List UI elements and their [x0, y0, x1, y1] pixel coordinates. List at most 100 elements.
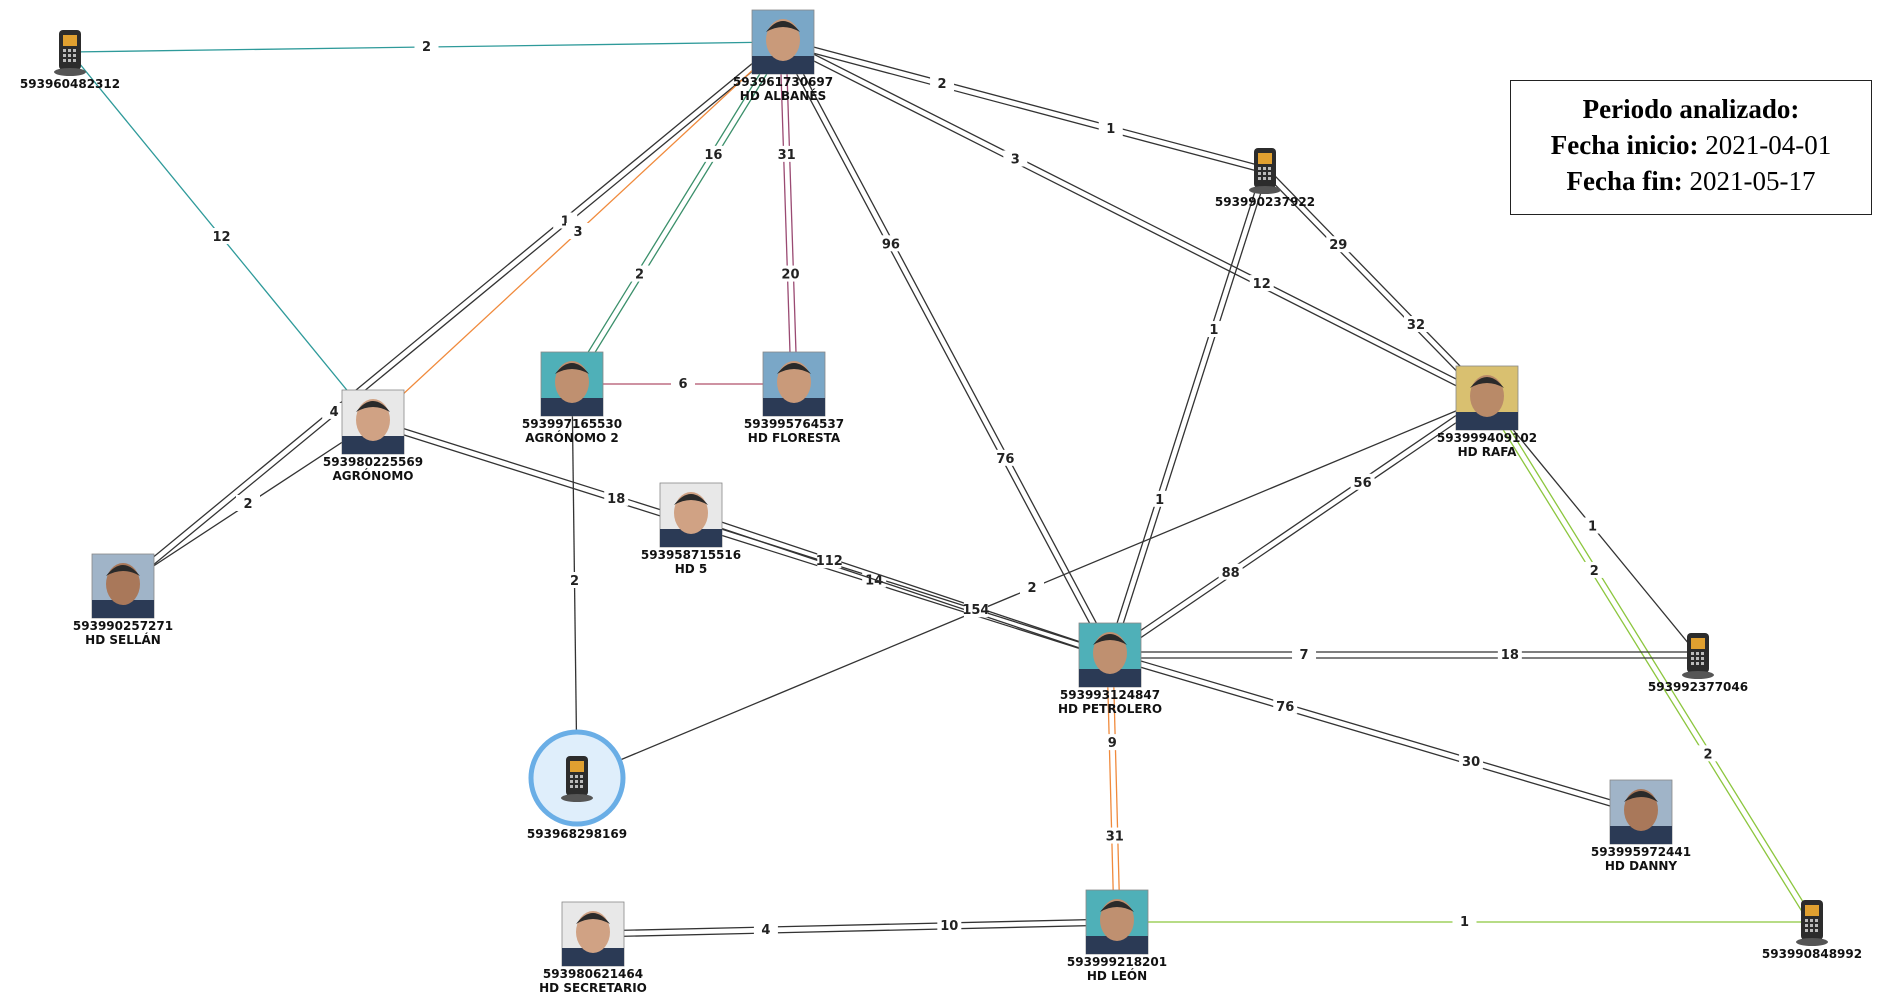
phone-key — [63, 49, 66, 52]
node-p960[interactable]: 593960482312 — [20, 30, 120, 91]
photo-face — [1093, 632, 1127, 674]
photo-hair — [1100, 901, 1134, 912]
edge-p960-albanes[interactable]: 2 — [69, 38, 784, 55]
edge-label-bg — [1582, 561, 1607, 578]
edge-line — [1106, 168, 1263, 655]
photo-shirt — [1079, 669, 1141, 687]
photo-shirt — [763, 398, 825, 416]
node-name: AGRÓNOMO 2 — [525, 430, 619, 445]
edge-line — [1106, 655, 1115, 923]
edge-albanes-agro2[interactable]: 162 — [568, 40, 787, 386]
edge-rafa-p968[interactable]: 2 — [576, 397, 1488, 779]
edge-count-label: 31 — [778, 148, 796, 163]
phone-key — [1696, 652, 1699, 655]
edge-rafa-p377[interactable]: 1 — [1486, 397, 1699, 656]
phone-key — [580, 780, 583, 783]
phone-key — [575, 775, 578, 778]
edge-count-label: 7 — [1300, 648, 1309, 663]
edge-agro2-p968[interactable]: 2 — [562, 383, 587, 779]
edge-petrolero-danny[interactable]: 76 30 — [1108, 651, 1643, 816]
photo-shirt — [752, 56, 814, 74]
phone-key — [1701, 652, 1704, 655]
node-p968[interactable]: 593968298169 — [527, 729, 627, 841]
edge-line — [691, 511, 1112, 653]
edge-line — [689, 517, 1110, 659]
phone-key — [570, 780, 573, 783]
edge-count-label: 76 — [1276, 700, 1294, 715]
edge-label-bg — [1696, 745, 1720, 762]
edge-count-label: 112 — [816, 554, 843, 569]
node-p377[interactable]: 593992377046 — [1648, 633, 1748, 694]
edge-p237-petrolero[interactable]: 11 — [1106, 168, 1269, 657]
phone-key — [580, 785, 583, 788]
phone-key — [570, 775, 573, 778]
node-name: HD SECRETARIO — [539, 981, 647, 992]
phone-key — [1815, 919, 1818, 922]
edge-agro2-floresta[interactable]: 6 — [572, 375, 794, 392]
node-p237[interactable]: 593990237922 — [1215, 148, 1315, 209]
edge-line — [779, 42, 792, 385]
edge-label-bg — [1003, 150, 1028, 167]
photo-hair — [356, 401, 390, 412]
edge-label-bg — [1249, 275, 1274, 292]
node-name: AGRÓNOMO — [333, 468, 414, 483]
legend-start-row: Fecha inicio: 2021-04-01 — [1511, 127, 1871, 163]
edge-label-bg — [701, 145, 726, 162]
phone-key — [68, 49, 71, 52]
edge-leon-p848[interactable]: 1 — [1117, 913, 1812, 930]
node-number: 593992377046 — [1648, 680, 1748, 694]
edge-label-bg — [1102, 827, 1127, 844]
node-number: 593968298169 — [527, 827, 627, 841]
edge-agro-sellan[interactable]: 2 — [122, 421, 374, 587]
phone-screen — [1691, 638, 1705, 649]
edge-albanes-p237[interactable]: 21 — [782, 38, 1266, 174]
edge-line — [592, 918, 1117, 932]
edge-line — [784, 38, 1489, 396]
edge-line — [1107, 394, 1486, 654]
node-number: 593980621464 — [543, 967, 643, 981]
phone-key — [1258, 172, 1261, 175]
node-number: 593997165530 — [522, 417, 622, 431]
edge-count-label: 2 — [570, 574, 579, 589]
photo-face — [1100, 899, 1134, 941]
edge-albanes-agro[interactable]: 3 — [372, 41, 784, 423]
edge-count-label-2: 12 — [1253, 277, 1271, 292]
edge-label-bg — [1020, 579, 1044, 595]
edge-p960-agro[interactable]: 12 — [69, 51, 374, 423]
edge-albanes-rafa[interactable]: 31 2 — [781, 38, 1489, 402]
edge-petrolero-leon[interactable]: 931 — [1100, 654, 1127, 923]
edge-petrolero-p377[interactable]: 7 18 — [1110, 646, 1698, 663]
photo-hair — [674, 494, 708, 505]
edge-count-label: 56 — [1354, 476, 1372, 491]
edge-label-bg — [322, 402, 347, 419]
node-p848[interactable]: 593990848992 — [1762, 900, 1862, 961]
edge-line — [785, 40, 1114, 654]
edge-count-label: 2 — [938, 77, 947, 92]
edge-label-bg — [209, 228, 234, 244]
node-number: 593961730697 — [733, 75, 833, 89]
edge-label-bg — [671, 375, 695, 391]
edge-count-label-2: 30 — [1462, 755, 1480, 770]
edge-albanes-sellan[interactable]: 14 — [120, 39, 786, 589]
edge-count-label-2: 18 — [1501, 648, 1519, 663]
legend-start-value: 2021-04-01 — [1705, 130, 1832, 160]
phone-key — [575, 780, 578, 783]
node-number: 593999409102 — [1437, 431, 1537, 445]
